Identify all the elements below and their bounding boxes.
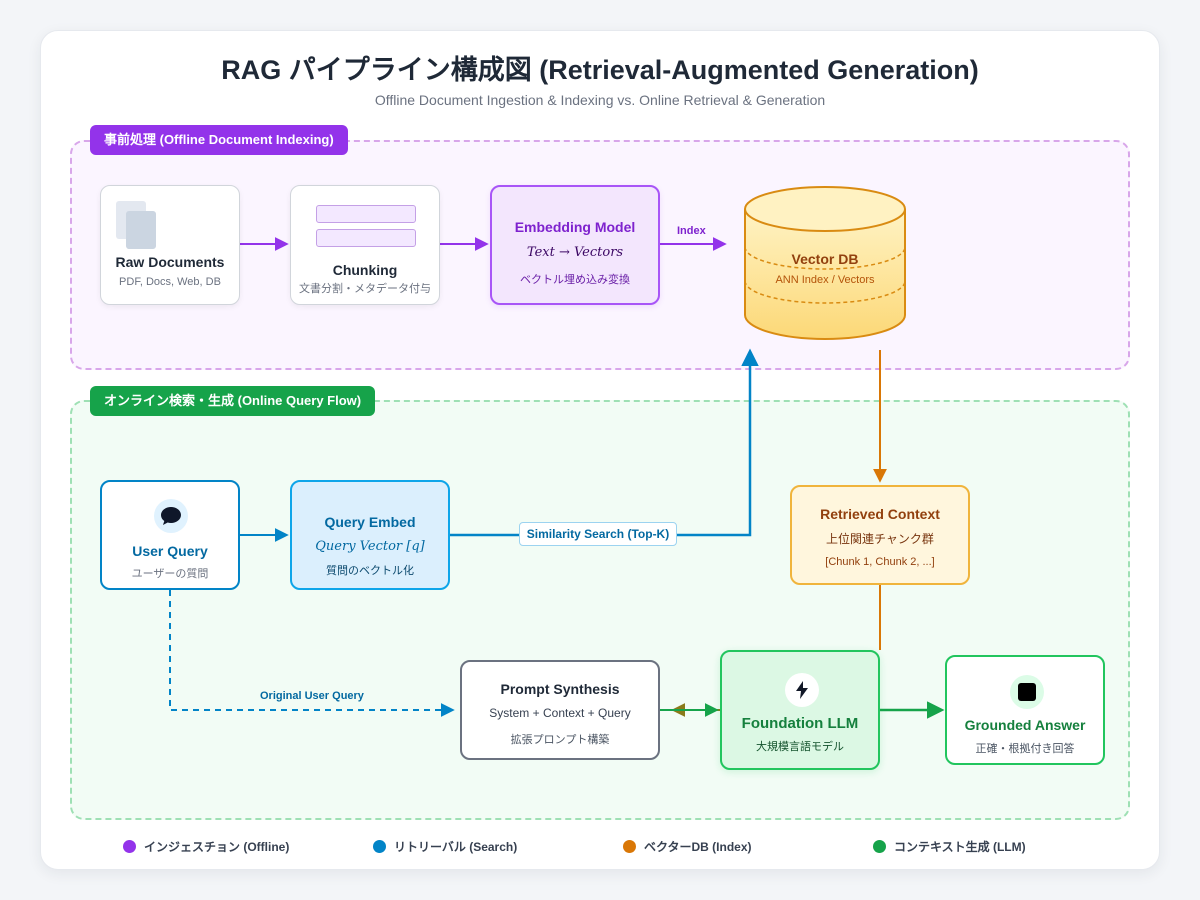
chunking-node[interactable]: Chunking 文書分割・メタデータ付与	[290, 185, 440, 305]
chunking-title: Chunking	[332, 262, 398, 278]
raw-documents-sub: PDF, Docs, Web, DB	[119, 276, 221, 288]
query-embed-node[interactable]: Query Embed Query Vector [q] 質問のベクトル化	[290, 480, 450, 590]
database-cylinder-icon	[744, 186, 906, 340]
diagram-title: RAG パイプライン構成図 (Retrieval-Augmented Gener…	[221, 55, 979, 85]
embedding-model-title: Embedding Model	[514, 219, 636, 235]
query-embed-sub: 質問のベクトル化	[326, 565, 414, 577]
offline-zone	[70, 140, 1130, 370]
user-query-sub: ユーザーの質問	[131, 568, 209, 580]
prompt-synthesis-node[interactable]: Prompt Synthesis System + Context + Quer…	[460, 660, 660, 760]
embedding-model-node[interactable]: Embedding Model Text → Vectors ベクトル埋め込み変…	[490, 185, 660, 305]
legend-item-offline: インジェスチョン (Offline)	[123, 838, 289, 854]
grounded-answer-sub: 正確・根拠付き回答	[975, 743, 1075, 755]
edge-original-query	[169, 590, 455, 717]
foundation-llm-title: Foundation LLM	[741, 715, 859, 732]
embedding-model-formula: Text → Vectors	[526, 245, 624, 260]
raw-documents-node[interactable]: Raw Documents PDF, Docs, Web, DB	[100, 185, 240, 305]
raw-documents-title: Raw Documents	[115, 254, 225, 270]
legend-label: リトリーバル (Search)	[394, 839, 518, 854]
index-edge-label: Index	[677, 225, 706, 237]
vector-db-sub: ANN Index / Vectors	[775, 274, 875, 286]
grounded-answer-node[interactable]: Grounded Answer 正確・根拠付き回答	[945, 655, 1105, 765]
legend-label: インジェスチョン (Offline)	[144, 839, 290, 854]
retrieved-context-sub: 上位関連チャンク群	[826, 532, 934, 546]
retrieved-context-title: Retrieved Context	[820, 506, 940, 522]
retrieved-context-node[interactable]: Retrieved Context 上位関連チャンク群 [Chunk 1, Ch…	[790, 485, 970, 585]
retrieved-context-detail: [Chunk 1, Chunk 2, ...]	[825, 556, 935, 568]
legend-label: ベクターDB (Index)	[644, 839, 752, 854]
legend-dot	[373, 839, 386, 853]
grounded-answer-title: Grounded Answer	[964, 717, 1086, 733]
diagram-subtitle: Offline Document Ingestion & Indexing vs…	[374, 92, 826, 108]
prompt-synthesis-sub: 拡張プロンプト構築	[510, 734, 610, 746]
legend-label: コンテキスト生成 (LLM)	[894, 839, 1026, 854]
prompt-synthesis-formula: System + Context + Query	[489, 706, 631, 720]
user-query-title: User Query	[132, 543, 208, 559]
chunking-sub: 文書分割・メタデータ付与	[299, 283, 431, 295]
legend-item-index: ベクターDB (Index)	[623, 838, 752, 854]
foundation-llm-node[interactable]: Foundation LLM 大規模言語モデル	[720, 650, 880, 770]
original-query-label: Original User Query	[260, 690, 364, 702]
legend-item-search: リトリーバル (Search)	[373, 838, 517, 854]
online-zone-label: オンライン検索・生成 (Online Query Flow)	[90, 386, 376, 416]
user-query-node[interactable]: User Query ユーザーの質問	[100, 480, 240, 590]
foundation-llm-sub: 大規模言語モデル	[756, 741, 844, 753]
legend-dot	[123, 839, 136, 853]
lightning-bolt-icon	[785, 673, 819, 707]
edge-similarity-search	[450, 348, 759, 537]
offline-zone-label: 事前処理 (Offline Document Indexing)	[90, 125, 348, 155]
query-embed-formula: Query Vector [q]	[315, 539, 425, 554]
vector-db-title: Vector DB	[791, 251, 859, 267]
prompt-synthesis-title: Prompt Synthesis	[500, 681, 620, 697]
legend-dot	[873, 839, 886, 853]
speech-bubble-icon	[154, 499, 188, 533]
legend-dot	[623, 839, 636, 853]
similarity-search-label: Similarity Search (Top-K)	[519, 522, 677, 546]
query-embed-title: Query Embed	[324, 514, 416, 530]
check-square-icon	[1010, 675, 1044, 709]
embedding-model-sub: ベクトル埋め込み変換	[520, 274, 630, 286]
legend-item-llm: コンテキスト生成 (LLM)	[873, 838, 1026, 854]
